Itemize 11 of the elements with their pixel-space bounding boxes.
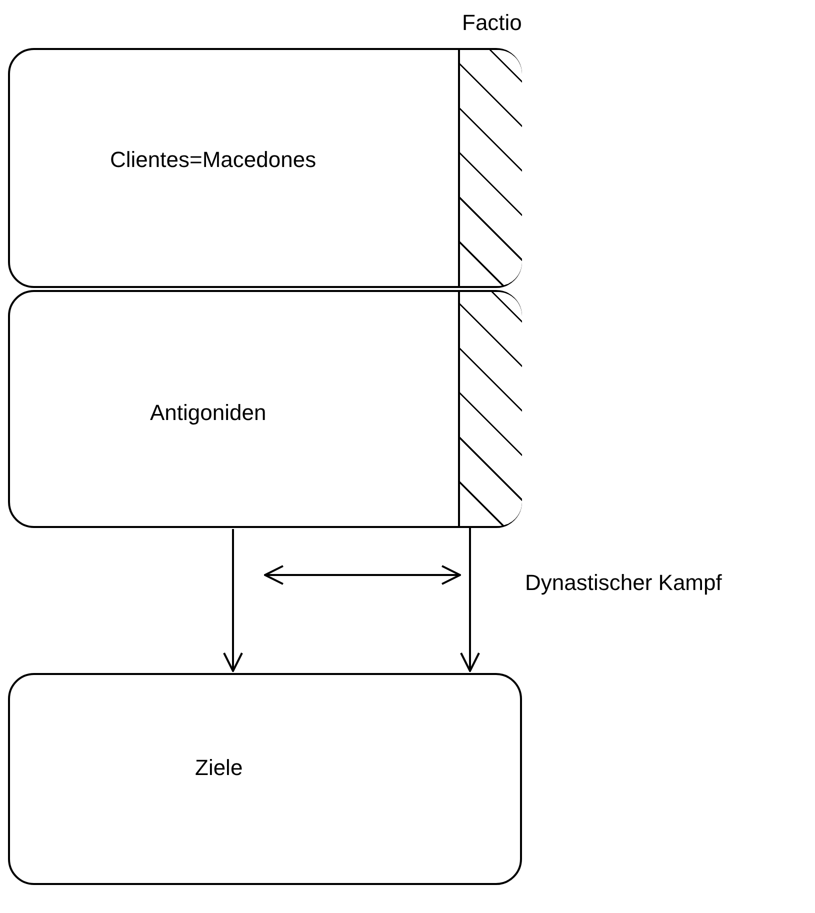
rounded-box	[8, 290, 522, 528]
hatched-strip	[458, 292, 522, 526]
arrow	[223, 529, 243, 672]
box-label: Antigoniden	[150, 400, 266, 426]
strip-heading: Factio	[462, 10, 522, 36]
double-arrow	[264, 565, 461, 585]
annotation-text: Dynastischer Kampf	[525, 570, 722, 596]
box-label: Clientes=Macedones	[110, 147, 316, 173]
box-label: Ziele	[195, 755, 243, 781]
arrow	[460, 527, 480, 672]
rounded-box	[8, 673, 522, 885]
